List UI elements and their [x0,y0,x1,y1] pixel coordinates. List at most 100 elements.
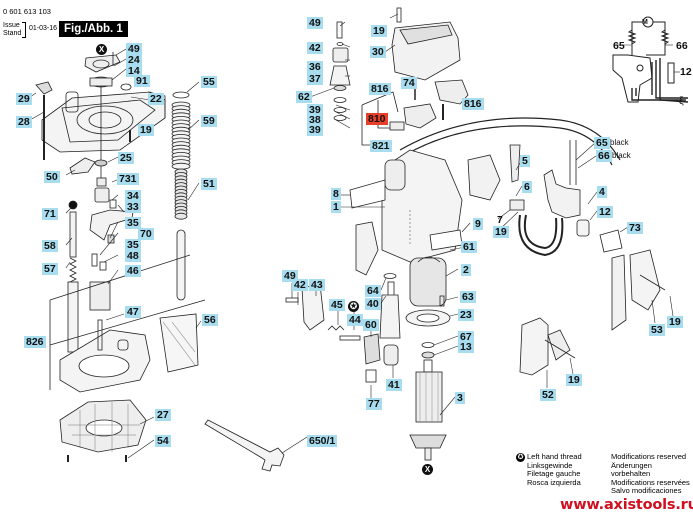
part-label[interactable]: 816 [369,83,391,95]
part-label[interactable]: 38 [307,114,323,126]
motor-housing [349,149,501,276]
part-label[interactable]: 40 [365,298,381,310]
part-label[interactable]: 71 [42,208,58,220]
part-label[interactable]: 41 [386,379,402,391]
part-label[interactable]: 19 [667,316,683,328]
part-label[interactable]: 821 [370,140,392,152]
spring-coil [171,162,191,170]
part-label[interactable]: 826 [24,336,46,348]
part-label[interactable]: 37 [307,73,323,85]
part-label[interactable]: 816 [462,98,484,110]
part-label[interactable]: 45 [329,299,345,311]
part-label[interactable]: 49 [307,17,323,29]
part-label[interactable]: 57 [42,263,58,275]
part-label[interactable]: 7 [497,214,503,226]
issue-label-en: Issue [3,22,20,29]
part-label[interactable]: 19 [493,226,509,238]
part-label[interactable]: 59 [201,115,217,127]
part-label[interactable]: 47 [125,306,141,318]
part-label[interactable]: 39 [307,104,323,116]
part-label[interactable]: 3 [455,392,465,404]
plug-symbol: ξ [679,95,684,107]
part-label[interactable]: 35 [125,239,141,251]
base-plate [49,254,206,393]
part-label[interactable]: 8 [331,188,341,200]
issue-label-de: Stand [3,29,22,37]
part-label[interactable]: 29 [16,93,32,105]
part-label[interactable]: 64 [365,285,381,297]
part-label[interactable]: 35 [125,217,141,229]
part-label[interactable]: 39 [307,124,323,136]
part-label[interactable]: 48 [125,250,141,262]
part-label[interactable]: 66 [596,150,612,162]
part-label[interactable]: 51 [201,178,217,190]
part-label[interactable]: 73 [627,222,643,234]
part-label[interactable]: 22 [148,93,164,105]
part-label[interactable]: 70 [138,228,154,240]
part-label[interactable]: 50 [44,171,60,183]
left-hand-thread-marker: X [422,464,433,475]
part-label[interactable]: 52 [540,389,556,401]
part-label[interactable]: 25 [118,152,134,164]
part-label[interactable]: 44 [347,314,363,326]
part-label[interactable]: 24 [126,54,142,66]
wire-color-label: black [612,151,631,160]
wire-color-label: black [610,138,629,147]
part-label[interactable]: 67 [458,331,474,343]
part-label[interactable]: 28 [16,116,32,128]
part-label[interactable]: 650/1 [307,435,338,447]
part-label-highlighted[interactable]: 810 [366,113,388,125]
part-label[interactable]: 61 [461,241,477,253]
part-label[interactable]: 12 [597,206,613,218]
part-label[interactable]: 77 [366,398,382,410]
part-label[interactable]: 74 [401,77,417,89]
legend-left-hand-thread: ✪ Left hand thread Linksgewinde Filetage… [516,452,582,487]
part-label[interactable]: 56 [202,314,218,326]
part-label[interactable]: 19 [566,374,582,386]
part-label[interactable]: 42 [307,42,323,54]
electronics-module [361,79,469,146]
part-label[interactable]: 4 [597,186,607,198]
part-label[interactable]: 2 [461,264,471,276]
part-label[interactable]: 19 [371,25,387,37]
issue-label: Issue Stand [3,22,21,37]
part-label[interactable]: 60 [363,319,379,331]
part-label[interactable]: 19 [138,124,154,136]
stator [405,256,451,327]
part-label[interactable]: 42 [292,279,308,291]
part-label[interactable]: 1 [331,201,341,213]
schematic-label: 65 [613,40,625,52]
part-label[interactable]: 36 [307,61,323,73]
part-label[interactable]: 33 [125,201,141,213]
part-label[interactable]: 65 [594,137,610,149]
watermark-link[interactable]: www.axistools.ru [560,497,693,513]
part-label[interactable]: 9 [473,218,483,230]
part-label[interactable]: 43 [309,279,325,291]
part-label[interactable]: 5 [520,155,530,167]
part-label[interactable]: 54 [155,435,171,447]
part-label[interactable]: 731 [117,173,139,185]
part-label[interactable]: 53 [649,324,665,336]
part-label[interactable]: 13 [458,341,474,353]
spindle-lock-parts [285,273,401,383]
part-label[interactable]: 34 [125,190,141,202]
legend-line: Rosca izquierda [527,477,581,487]
springs [171,91,191,301]
part-label[interactable]: 91 [134,75,150,87]
part-label[interactable]: 58 [42,240,58,252]
part-label[interactable]: 6 [522,181,532,193]
switch-assembly [509,140,590,257]
part-label[interactable]: 27 [155,409,171,421]
part-label[interactable]: 55 [201,76,217,88]
star-icon: ✪ [516,453,525,462]
part-label[interactable]: 30 [370,46,386,58]
part-label[interactable]: 62 [296,91,312,103]
part-label[interactable]: 49 [126,43,142,55]
legend-modifications: Modifications reserved Änderungen vorbeh… [611,452,693,496]
motor-cover [391,7,461,81]
part-label[interactable]: 63 [460,291,476,303]
schematic-label: 12 [680,66,692,78]
part-label[interactable]: 14 [126,65,142,77]
part-label[interactable]: 23 [458,309,474,321]
part-label[interactable]: 46 [125,265,141,277]
